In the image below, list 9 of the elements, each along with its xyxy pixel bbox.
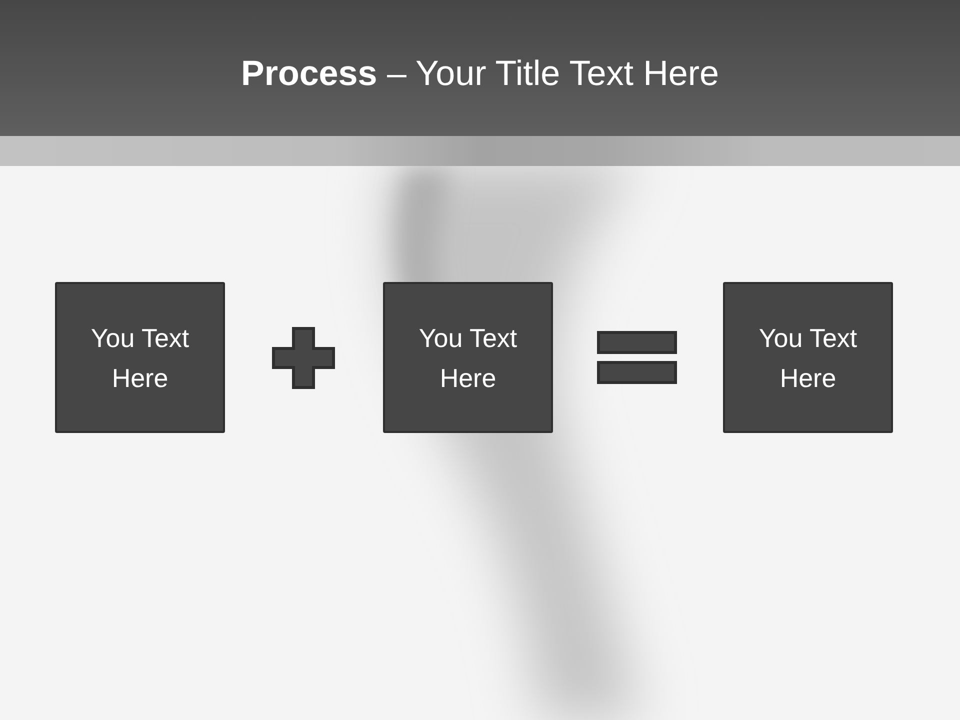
equals-icon — [597, 331, 677, 384]
plus-icon — [272, 327, 335, 389]
text-box — [723, 282, 893, 433]
text-box — [383, 282, 553, 433]
box-text: You Text Here — [758, 322, 858, 394]
slide-title: Process – Your Title Text Here — [241, 53, 719, 95]
box-text: You Text Here — [418, 322, 518, 394]
text-box — [55, 282, 225, 433]
box-text: You Text Here — [90, 322, 190, 394]
